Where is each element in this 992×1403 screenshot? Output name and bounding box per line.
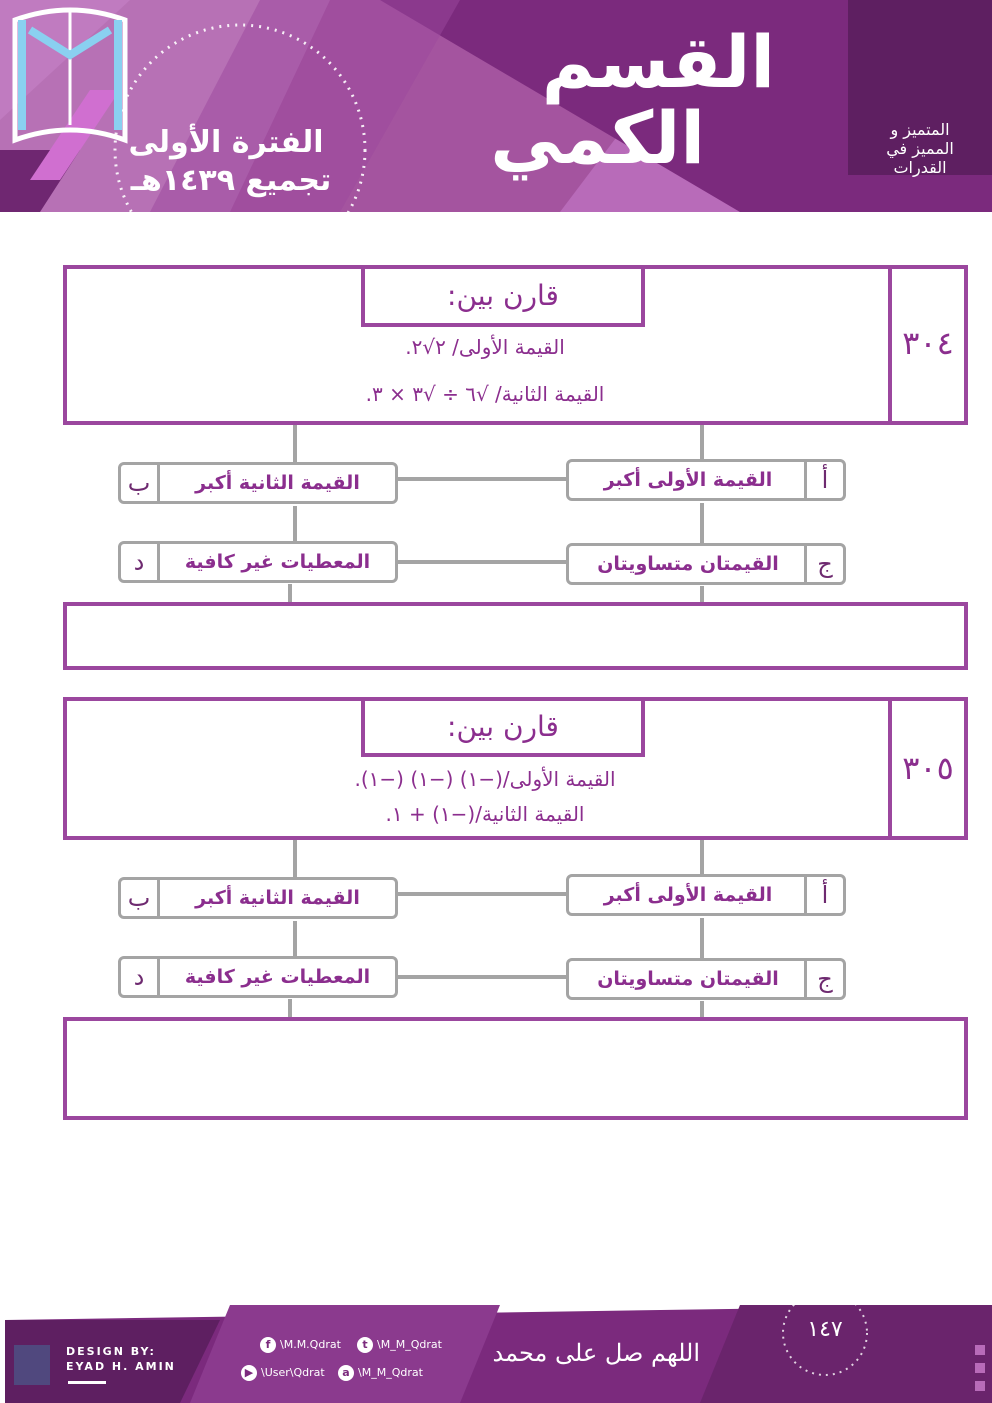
calligraphy-text: اللهم صل على محمد <box>492 1339 701 1367</box>
logo-caption: المتميز و المميز في القدرات <box>886 120 954 177</box>
option-b[interactable]: ب القيمة الثانية أكبر <box>118 877 398 919</box>
section-title-line-1: القسم <box>541 20 775 104</box>
designer-name: EYAD H. AMIN <box>66 1360 176 1373</box>
option-a[interactable]: أ القيمة الأولى أكبر <box>566 874 846 916</box>
value-2: القيمة الثانية/(−١) + ١. <box>385 802 585 826</box>
option-letter: ج <box>817 965 833 993</box>
social-icon[interactable]: a <box>338 1365 354 1381</box>
compare-heading: قارن بين: <box>361 265 645 327</box>
page-header: القسم الكمي الفترة الأولى تجميع ١٤٣٩هـ ا… <box>0 0 992 212</box>
twitter-handle[interactable]: \M_M_Qdrat <box>377 1338 442 1351</box>
option-d[interactable]: د المعطيات غير كافية <box>118 956 398 998</box>
option-label: المعطيات غير كافية <box>184 966 371 988</box>
social-handle[interactable]: \M_M_Qdrat <box>358 1366 423 1379</box>
option-letter: أ <box>821 466 829 494</box>
option-letter: د <box>133 548 145 576</box>
value-1: القيمة الأولى/ ٢√٢. <box>405 335 565 359</box>
value-2: القيمة الثانية/ √٦ ÷ √٣ × ٣. <box>365 382 605 406</box>
answer-area[interactable] <box>63 1017 968 1120</box>
question-304-box: ٣٠٤ <box>63 265 968 425</box>
question-number-text: ٣٠٤ <box>902 324 954 362</box>
period-label: الفترة الأولى <box>128 125 324 160</box>
option-letter: ب <box>127 469 151 497</box>
option-c[interactable]: ج القيمتان متساويتان <box>566 543 846 585</box>
twitter-icon[interactable]: t <box>357 1337 373 1353</box>
facebook-handle[interactable]: \M.M.Qdrat <box>280 1338 341 1351</box>
collection-label: تجميع ١٤٣٩هـ <box>130 163 332 198</box>
youtube-icon[interactable]: ▶ <box>241 1365 257 1381</box>
page-number: ١٤٧ <box>807 1317 843 1342</box>
option-d[interactable]: د المعطيات غير كافية <box>118 541 398 583</box>
answer-area[interactable] <box>63 602 968 670</box>
option-label: القيمة الثانية أكبر <box>195 472 360 494</box>
question-number: ٣٠٤ <box>888 269 964 421</box>
book-logo-icon <box>12 7 128 144</box>
youtube-handle[interactable]: \User\Qdrat <box>261 1366 325 1379</box>
option-label: القيمة الأولى أكبر <box>603 884 773 906</box>
option-label: القيمتان متساويتان <box>597 968 779 990</box>
facebook-icon[interactable]: f <box>260 1337 276 1353</box>
option-letter: د <box>133 963 145 991</box>
option-letter: ج <box>817 550 833 578</box>
page-footer: DESIGN BY: EYAD H. AMIN f \M.M.Qdrat t \… <box>0 1305 992 1403</box>
option-label: المعطيات غير كافية <box>184 551 371 573</box>
option-b[interactable]: ب القيمة الثانية أكبر <box>118 462 398 504</box>
option-a[interactable]: أ القيمة الأولى أكبر <box>566 459 846 501</box>
header-background <box>0 0 992 212</box>
compare-heading: قارن بين: <box>361 697 645 757</box>
question-number: ٣٠٥ <box>888 701 964 836</box>
option-c[interactable]: ج القيمتان متساويتان <box>566 958 846 1000</box>
section-title-line-2: الكمي <box>490 96 705 180</box>
option-label: القيمة الأولى أكبر <box>603 469 773 491</box>
option-label: القيمة الثانية أكبر <box>195 887 360 909</box>
design-by-label: DESIGN BY: <box>66 1345 156 1358</box>
option-label: القيمتان متساويتان <box>597 553 779 575</box>
question-number-text: ٣٠٥ <box>902 749 954 787</box>
option-letter: ب <box>127 884 151 912</box>
value-1: القيمة الأولى/(−١) (−١) (−١). <box>354 767 616 791</box>
option-letter: أ <box>821 881 829 909</box>
